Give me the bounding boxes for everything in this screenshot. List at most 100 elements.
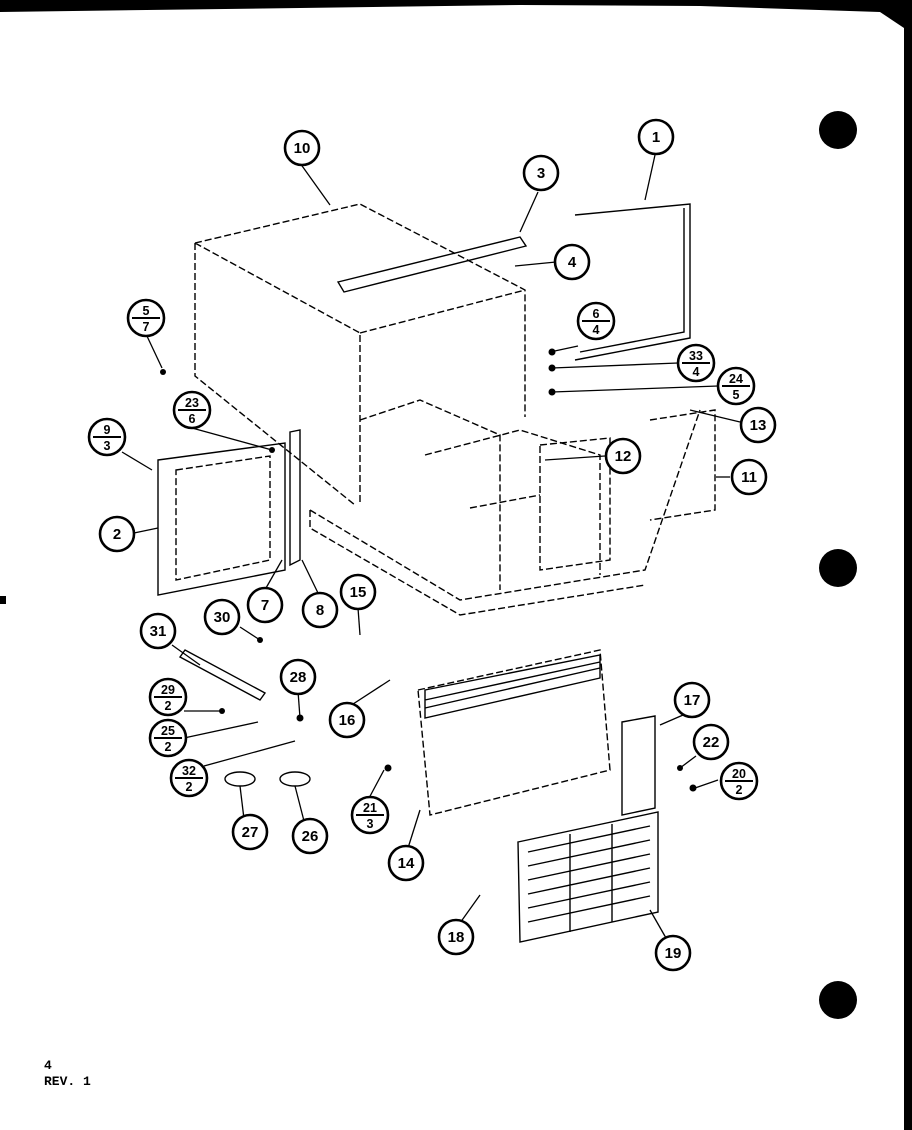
callout-20-2: 202 xyxy=(719,761,759,801)
grille-slots xyxy=(527,824,651,932)
callout-11: 11 xyxy=(730,458,768,496)
callout-31: 31 xyxy=(139,612,177,650)
callout-label: 13 xyxy=(750,417,767,434)
callout-label: 22 xyxy=(703,734,720,751)
bracket-31 xyxy=(178,649,267,701)
hardware-dots xyxy=(160,348,697,792)
left-frame-inner xyxy=(175,455,271,581)
callout-label: 2 xyxy=(113,526,121,543)
control-plate xyxy=(621,715,656,816)
callout-label: 12 xyxy=(615,448,632,465)
callout-22: 22 xyxy=(692,723,730,761)
callout-circle xyxy=(522,154,560,192)
callout-label: 7 xyxy=(261,597,269,614)
callout-top: 21 xyxy=(363,801,377,815)
callout-bottom: 2 xyxy=(736,783,743,797)
callout-24-5: 245 xyxy=(716,366,756,406)
callout-bottom: 7 xyxy=(143,320,150,334)
callout-label: 30 xyxy=(214,609,231,626)
revision-label: REV. 1 xyxy=(44,1074,91,1089)
callout-circle xyxy=(739,406,777,444)
callout-top: 29 xyxy=(161,683,175,697)
callout-label: 17 xyxy=(684,692,701,709)
callout-6-4: 64 xyxy=(576,301,616,341)
callout-bottom: 2 xyxy=(186,780,193,794)
callout-circle xyxy=(637,118,675,156)
callout-19: 19 xyxy=(654,934,692,972)
side-panel xyxy=(649,409,716,521)
left-frame xyxy=(157,442,286,596)
front-panel-louver xyxy=(424,654,601,719)
callout-17: 17 xyxy=(673,681,711,719)
callout-circle xyxy=(301,591,339,629)
callout-circle xyxy=(387,844,425,882)
coil xyxy=(539,437,611,571)
callout-bottom: 2 xyxy=(165,699,172,713)
callout-30: 30 xyxy=(203,598,241,636)
callout-circle xyxy=(604,437,642,475)
callout-top: 25 xyxy=(161,724,175,738)
base-pan xyxy=(309,409,701,616)
callout-label: 11 xyxy=(741,469,757,486)
callout-15: 15 xyxy=(339,573,377,611)
leader-lines xyxy=(121,154,741,939)
callout-circle xyxy=(98,515,136,553)
callout-circle xyxy=(231,813,269,851)
callout-label: 31 xyxy=(150,623,167,640)
callout-circle xyxy=(279,658,317,696)
callout-circle xyxy=(692,723,730,761)
callout-18: 18 xyxy=(437,918,475,956)
callout-bottom: 4 xyxy=(593,323,600,337)
callout-top: 20 xyxy=(732,767,746,781)
callout-top: 33 xyxy=(689,349,703,363)
callout-top: 6 xyxy=(593,307,600,321)
callout-circle xyxy=(246,586,284,624)
callout-circle xyxy=(730,458,768,496)
callout-label: 15 xyxy=(350,584,367,601)
callout-label: 3 xyxy=(537,165,545,182)
front-panel xyxy=(417,649,611,816)
callout-circle xyxy=(203,598,241,636)
callout-top: 24 xyxy=(729,372,743,386)
callout-3: 3 xyxy=(522,154,560,192)
callout-circle xyxy=(673,681,711,719)
paper-sheet xyxy=(0,5,904,1130)
rear-gasket-frame xyxy=(574,203,691,361)
binder-hole-top xyxy=(819,111,857,149)
callout-top: 23 xyxy=(185,396,199,410)
callout-top: 5 xyxy=(143,304,150,318)
callout-16: 16 xyxy=(328,701,366,739)
callout-28: 28 xyxy=(279,658,317,696)
callout-bottom: 2 xyxy=(165,740,172,754)
callout-1: 1 xyxy=(637,118,675,156)
callout-label: 28 xyxy=(290,669,307,686)
callout-circle xyxy=(139,612,177,650)
callout-label: 1 xyxy=(652,129,660,146)
callout-2: 2 xyxy=(98,515,136,553)
callout-label: 4 xyxy=(568,254,577,271)
callout-10: 10 xyxy=(283,129,321,167)
callout-label: 8 xyxy=(316,602,324,619)
callout-circle xyxy=(654,934,692,972)
edge-mark xyxy=(0,596,6,604)
callout-9-3: 93 xyxy=(87,417,127,457)
callout-4: 4 xyxy=(553,243,591,281)
grille xyxy=(517,811,659,943)
page-number: 4 xyxy=(44,1058,52,1073)
callout-label: 27 xyxy=(242,824,259,841)
callout-27: 27 xyxy=(231,813,269,851)
callout-bottom: 5 xyxy=(733,388,740,402)
top-rail xyxy=(336,236,528,293)
callout-14: 14 xyxy=(387,844,425,882)
rear-gasket-inner xyxy=(579,208,685,353)
callout-26: 26 xyxy=(291,817,329,855)
callout-circle xyxy=(553,243,591,281)
callout-29-2: 292 xyxy=(148,677,188,717)
callout-label: 19 xyxy=(665,945,682,962)
callout-5-7: 57 xyxy=(126,298,166,338)
side-seal xyxy=(289,429,301,567)
callout-label: 14 xyxy=(398,855,415,872)
